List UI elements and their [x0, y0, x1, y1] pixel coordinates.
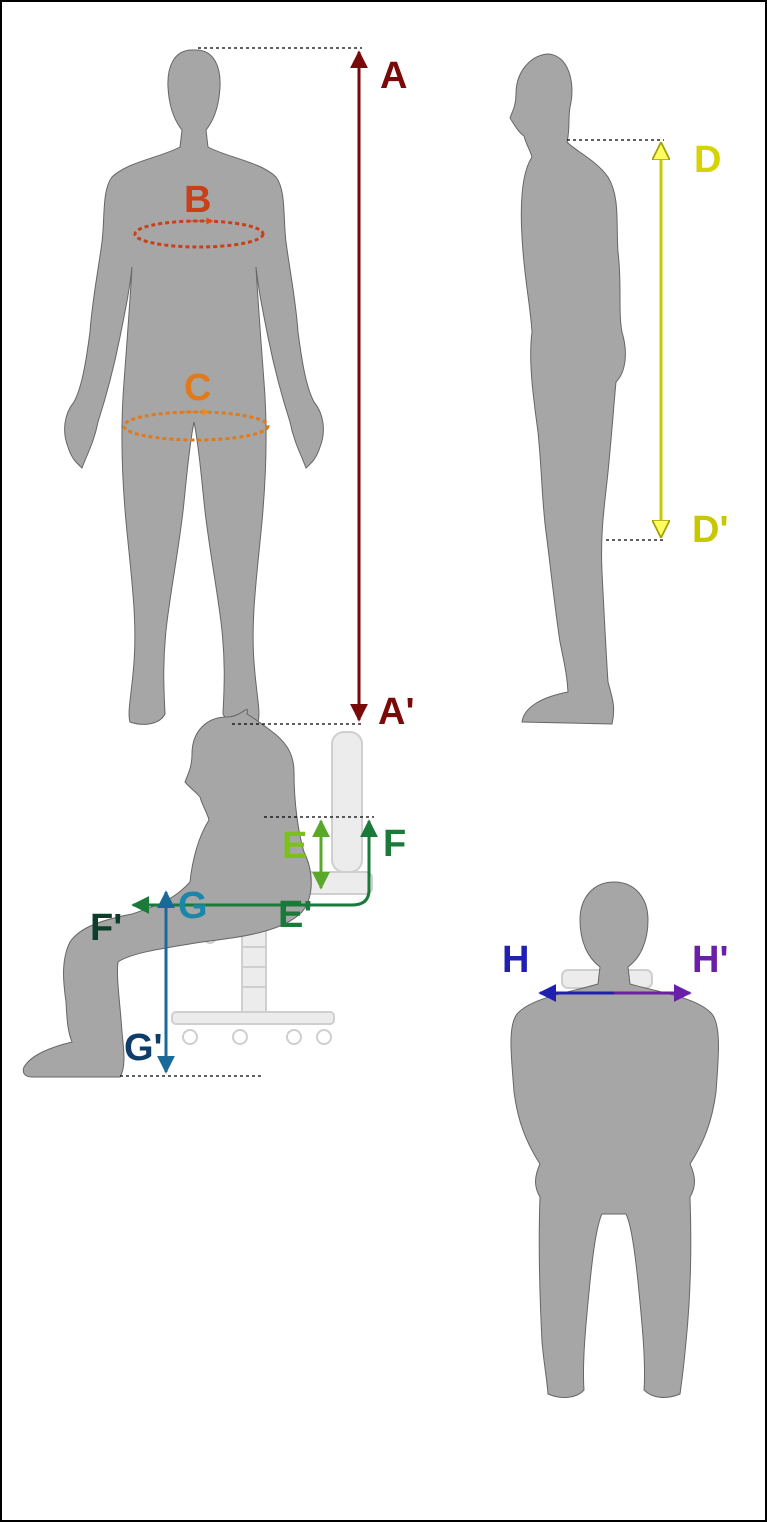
label-a: A: [380, 55, 407, 97]
label-h-end: H': [692, 939, 728, 981]
label-d: D: [694, 139, 721, 181]
label-f-end: F': [90, 907, 122, 949]
label-g: G: [178, 885, 208, 927]
label-c: C: [184, 367, 211, 409]
label-a-end: A': [378, 691, 414, 733]
label-g-end: G': [124, 1027, 163, 1069]
label-e: E: [282, 825, 307, 867]
side-standing-figure: [510, 54, 625, 724]
label-f: F: [383, 823, 406, 865]
label-d-end: D': [692, 509, 728, 551]
label-h: H: [502, 939, 529, 981]
label-e-end: E': [278, 894, 312, 936]
front-seated-figure: [511, 882, 719, 1397]
label-b: B: [184, 179, 211, 221]
